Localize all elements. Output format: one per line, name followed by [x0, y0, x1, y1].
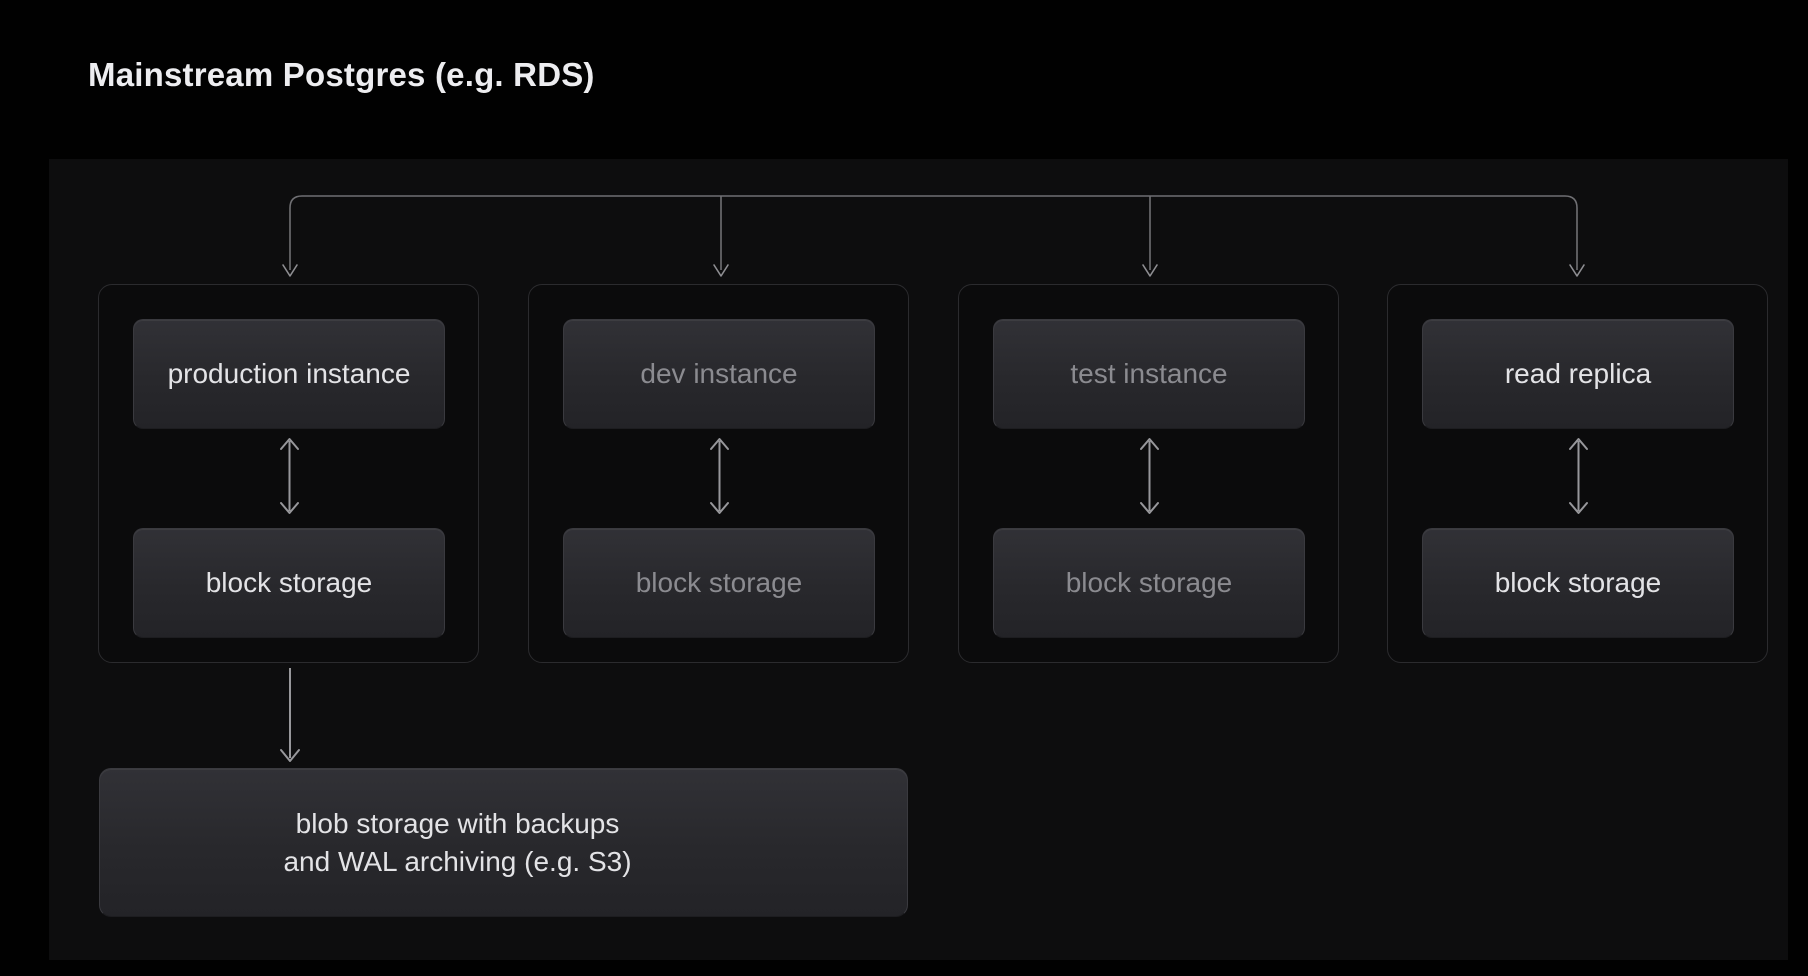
node-label: test instance — [1070, 358, 1228, 389]
node-production-instance: production instance — [133, 319, 445, 429]
blob-storage-line2: and WAL archiving (e.g. S3) — [283, 845, 632, 877]
group-dev: dev instance block storage — [528, 284, 909, 663]
double-headed-vertical-arrow-icon — [1140, 438, 1159, 514]
down-arrow-icon — [280, 668, 300, 762]
double-headed-vertical-arrow-icon — [710, 438, 729, 514]
node-block-storage: block storage — [993, 528, 1305, 638]
group-test: test instance block storage — [958, 284, 1339, 663]
node-block-storage: block storage — [563, 528, 875, 638]
node-label: block storage — [205, 567, 373, 598]
node-test-instance: test instance — [993, 319, 1305, 429]
blob-storage-line1: blob storage with backups — [295, 807, 620, 839]
node-dev-instance: dev instance — [563, 319, 875, 429]
group-read-replica: read replica block storage — [1387, 284, 1768, 663]
node-label: production instance — [167, 358, 411, 389]
node-label: read replica — [1504, 358, 1652, 389]
node-label: block storage — [1065, 567, 1233, 598]
node-block-storage: block storage — [133, 528, 445, 638]
double-headed-vertical-arrow-icon — [1569, 438, 1588, 514]
node-block-storage: block storage — [1422, 528, 1734, 638]
node-blob-storage: blob storage with backups and WAL archiv… — [99, 768, 908, 917]
node-label: block storage — [635, 567, 803, 598]
node-read-replica: read replica — [1422, 319, 1734, 429]
node-label: dev instance — [640, 358, 798, 389]
node-label: block storage — [1494, 567, 1662, 598]
group-production: production instance block storage — [98, 284, 479, 663]
page-title: Mainstream Postgres (e.g. RDS) — [88, 56, 595, 93]
double-headed-vertical-arrow-icon — [280, 438, 299, 514]
